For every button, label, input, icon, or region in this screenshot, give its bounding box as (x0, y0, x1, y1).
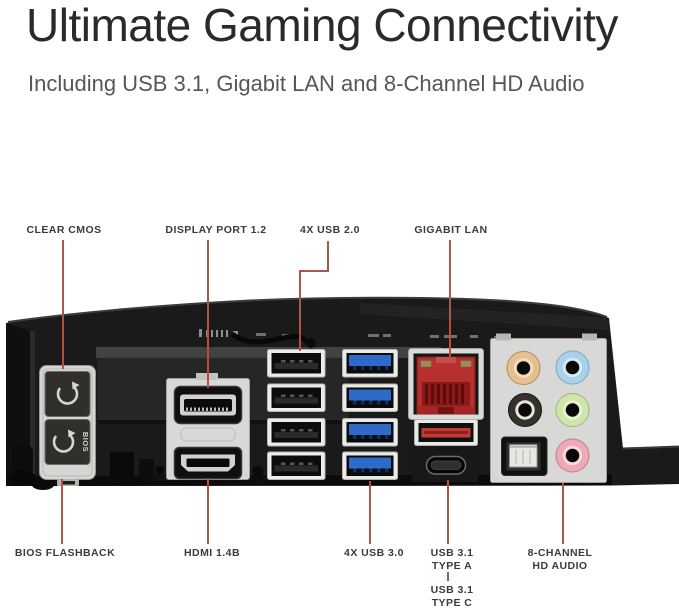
callout-usb-2-0: 4X USB 2.0 (300, 224, 360, 236)
audio-jack-microphone (555, 438, 590, 473)
cable (230, 331, 309, 345)
gigabit-lan-leader-line (449, 320, 451, 358)
audio-panel (490, 333, 607, 483)
audio-jack-line-out (555, 393, 590, 427)
usb-2-0-port (267, 349, 326, 378)
displayport-port (173, 385, 243, 425)
usb-3-1-a-leader-line (447, 480, 449, 489)
callout-hdmi: HDMI 1.4B (184, 547, 240, 559)
callout-clear-cmos: CLEAR CMOS (26, 224, 102, 236)
usb-3-0-ports (342, 349, 398, 480)
circular-arrow-icon (56, 381, 80, 405)
usb-3-0-leader-line (369, 489, 371, 544)
button-bracket: BIOS (39, 365, 96, 486)
bios-flashback-leader-line (61, 479, 63, 489)
unpopulated-port-outline (180, 427, 236, 442)
usb-2-0-leader-line (327, 241, 329, 272)
gigabit-lan-leader-line (449, 240, 451, 320)
hdmi-port (173, 446, 243, 480)
page-subtitle: Including USB 3.1, Gigabit LAN and 8-Cha… (28, 71, 585, 96)
usb-3-1-c-leader-line (447, 572, 449, 581)
callout-display-port: DISPLAY PORT 1.2 (165, 224, 267, 236)
callout-hd-audio: 8-CHANNEL HD AUDIO (527, 547, 593, 572)
usb-3-0-port (342, 451, 398, 480)
audio-jack-line-in (555, 350, 590, 385)
bios-flashback-button: BIOS (44, 419, 91, 465)
usb-2-0-leader-line (299, 270, 329, 272)
usb-2-0-port (267, 451, 326, 480)
display-port-leader-line (207, 322, 209, 388)
usb-3-1-type-a-port (414, 419, 478, 446)
usb-2-0-ports (267, 349, 326, 480)
hdmi-leader-line (207, 478, 209, 489)
video-bracket (166, 373, 250, 480)
callout-usb-3-1-type-c: USB 3.1 TYPE C (430, 584, 474, 608)
clear-cmos-leader-line (62, 320, 64, 369)
page-title: Ultimate Gaming Connectivity (26, 0, 618, 51)
usb-3-0-port (342, 349, 398, 378)
usb-2-0-port (267, 383, 326, 412)
usb-2-0-port (267, 418, 326, 447)
bios-flashback-leader-line (61, 489, 63, 544)
clear-cmos-leader-line (62, 240, 64, 320)
callout-usb-3-1-type-a: USB 3.1 TYPE A (430, 547, 474, 572)
clear-cmos-button (44, 371, 91, 417)
usb-2-0-leader-line (299, 322, 301, 351)
usb-2-0-leader-line (299, 270, 301, 322)
hd-audio-leader-line (562, 489, 564, 544)
callout-bios-flashback: BIOS FLASHBACK (14, 547, 116, 559)
lan-led-left (420, 360, 432, 368)
lan-led-right (460, 360, 472, 368)
callout-gigabit-lan: GIGABIT LAN (414, 224, 488, 236)
display-port-leader-line (207, 240, 209, 322)
hd-audio-leader-line (562, 483, 564, 489)
hdmi-leader-line (207, 489, 209, 544)
optical-spdif-port (501, 436, 548, 476)
usb-3-0-port (342, 383, 398, 412)
circular-arrow-icon (52, 429, 76, 453)
bios-button-text: BIOS (81, 432, 90, 452)
audio-jack-rear-surround (508, 393, 542, 427)
audio-jack-center-subwoofer (506, 351, 541, 385)
usb-3-0-port (342, 418, 398, 447)
usb-3-0-leader-line (369, 481, 371, 489)
callout-usb-3-0: 4X USB 3.0 (344, 547, 404, 559)
gigabit-lan-port (408, 348, 484, 420)
usb-3-1-a-leader-line (447, 489, 449, 544)
usb-3-1-type-c-port (412, 446, 478, 482)
